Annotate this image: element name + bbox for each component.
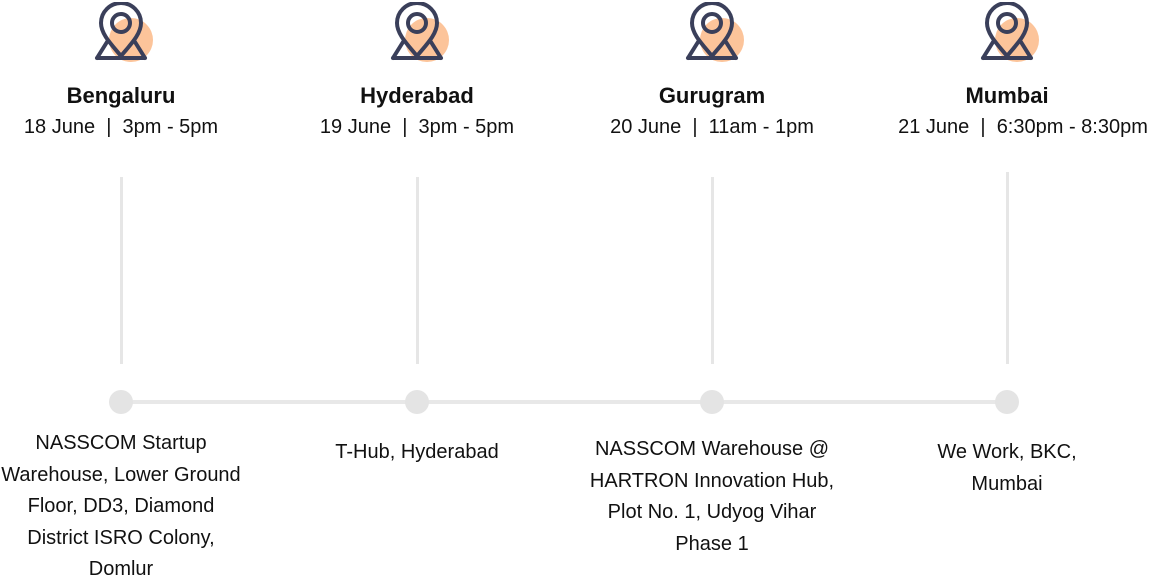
map-pin-icon <box>379 2 455 64</box>
connector-line <box>120 177 123 364</box>
event-date-time: 18 June | 3pm - 5pm <box>23 116 219 138</box>
event-date-time: 20 June | 11am - 1pm <box>610 116 814 138</box>
venue-address: T-Hub, Hyderabad <box>335 441 499 463</box>
connector-line <box>711 177 714 364</box>
timeline-dot <box>405 390 429 414</box>
connector-line <box>1006 172 1009 364</box>
city-name: Gurugram <box>658 83 766 108</box>
map-pin-icon <box>83 2 159 64</box>
event-date-time: 21 June | 6:30pm - 8:30pm <box>898 116 1148 138</box>
city-name: Mumbai <box>965 83 1049 108</box>
venue-address: NASSCOM Startup Warehouse, Lower Ground … <box>1 432 241 580</box>
map-pin-icon <box>674 2 750 64</box>
city-name: Hyderabad <box>360 83 474 108</box>
venue-address: We Work, BKC, Mumbai <box>937 441 1077 495</box>
city-name: Bengaluru <box>66 83 176 108</box>
timeline-track <box>121 400 1007 404</box>
timeline-dot <box>995 390 1019 414</box>
venue-address: NASSCOM Warehouse @ HARTRON Innovation H… <box>589 438 835 555</box>
connector-line <box>416 177 419 364</box>
timeline-dot <box>700 390 724 414</box>
timeline-dot <box>109 390 133 414</box>
map-pin-icon <box>969 2 1045 64</box>
event-date-time: 19 June | 3pm - 5pm <box>319 116 515 138</box>
